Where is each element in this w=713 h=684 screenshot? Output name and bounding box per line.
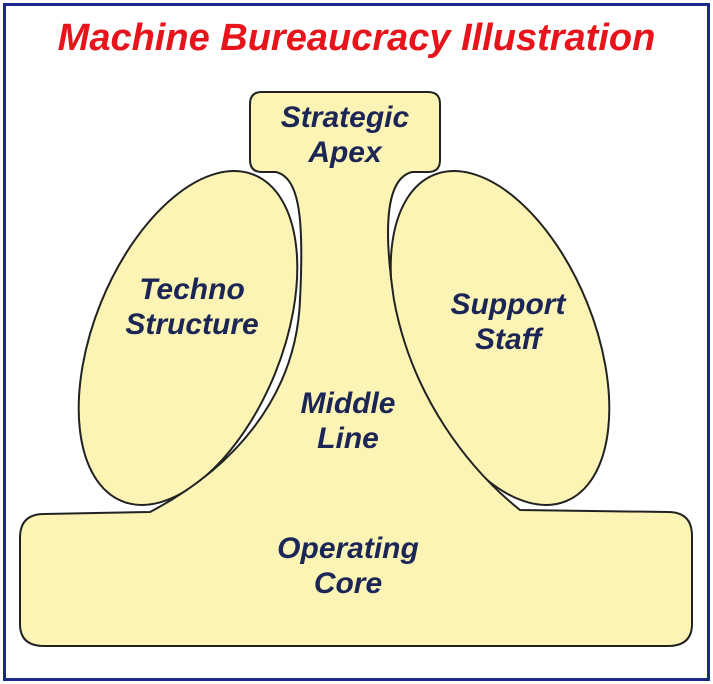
middle-line-line2: Line — [317, 422, 379, 455]
diagram-title: Machine Bureaucracy Illustration — [57, 17, 656, 59]
support-staff-label: Support Staff — [408, 287, 608, 357]
middle-line-label: Middle Line — [248, 386, 448, 456]
techno-structure-label: Techno Structure — [92, 272, 292, 342]
support-staff-line2: Staff — [474, 323, 542, 356]
techno-structure-shape — [77, 170, 299, 506]
middle-line-line1: Middle — [300, 387, 396, 420]
techno-structure-line1: Techno — [139, 273, 245, 306]
support-staff-line1: Support — [450, 288, 566, 321]
middle-line-shape — [19, 91, 693, 647]
strategic-apex-label: Strategic Apex — [245, 100, 445, 170]
techno-structure-line2: Structure — [125, 308, 259, 341]
operating-core-label: Operating Core — [248, 531, 448, 601]
operating-core-line1: Operating — [277, 532, 419, 565]
strategic-apex-line2: Apex — [308, 136, 382, 169]
operating-core-line2: Core — [313, 567, 383, 600]
strategic-apex-line1: Strategic — [280, 101, 410, 134]
